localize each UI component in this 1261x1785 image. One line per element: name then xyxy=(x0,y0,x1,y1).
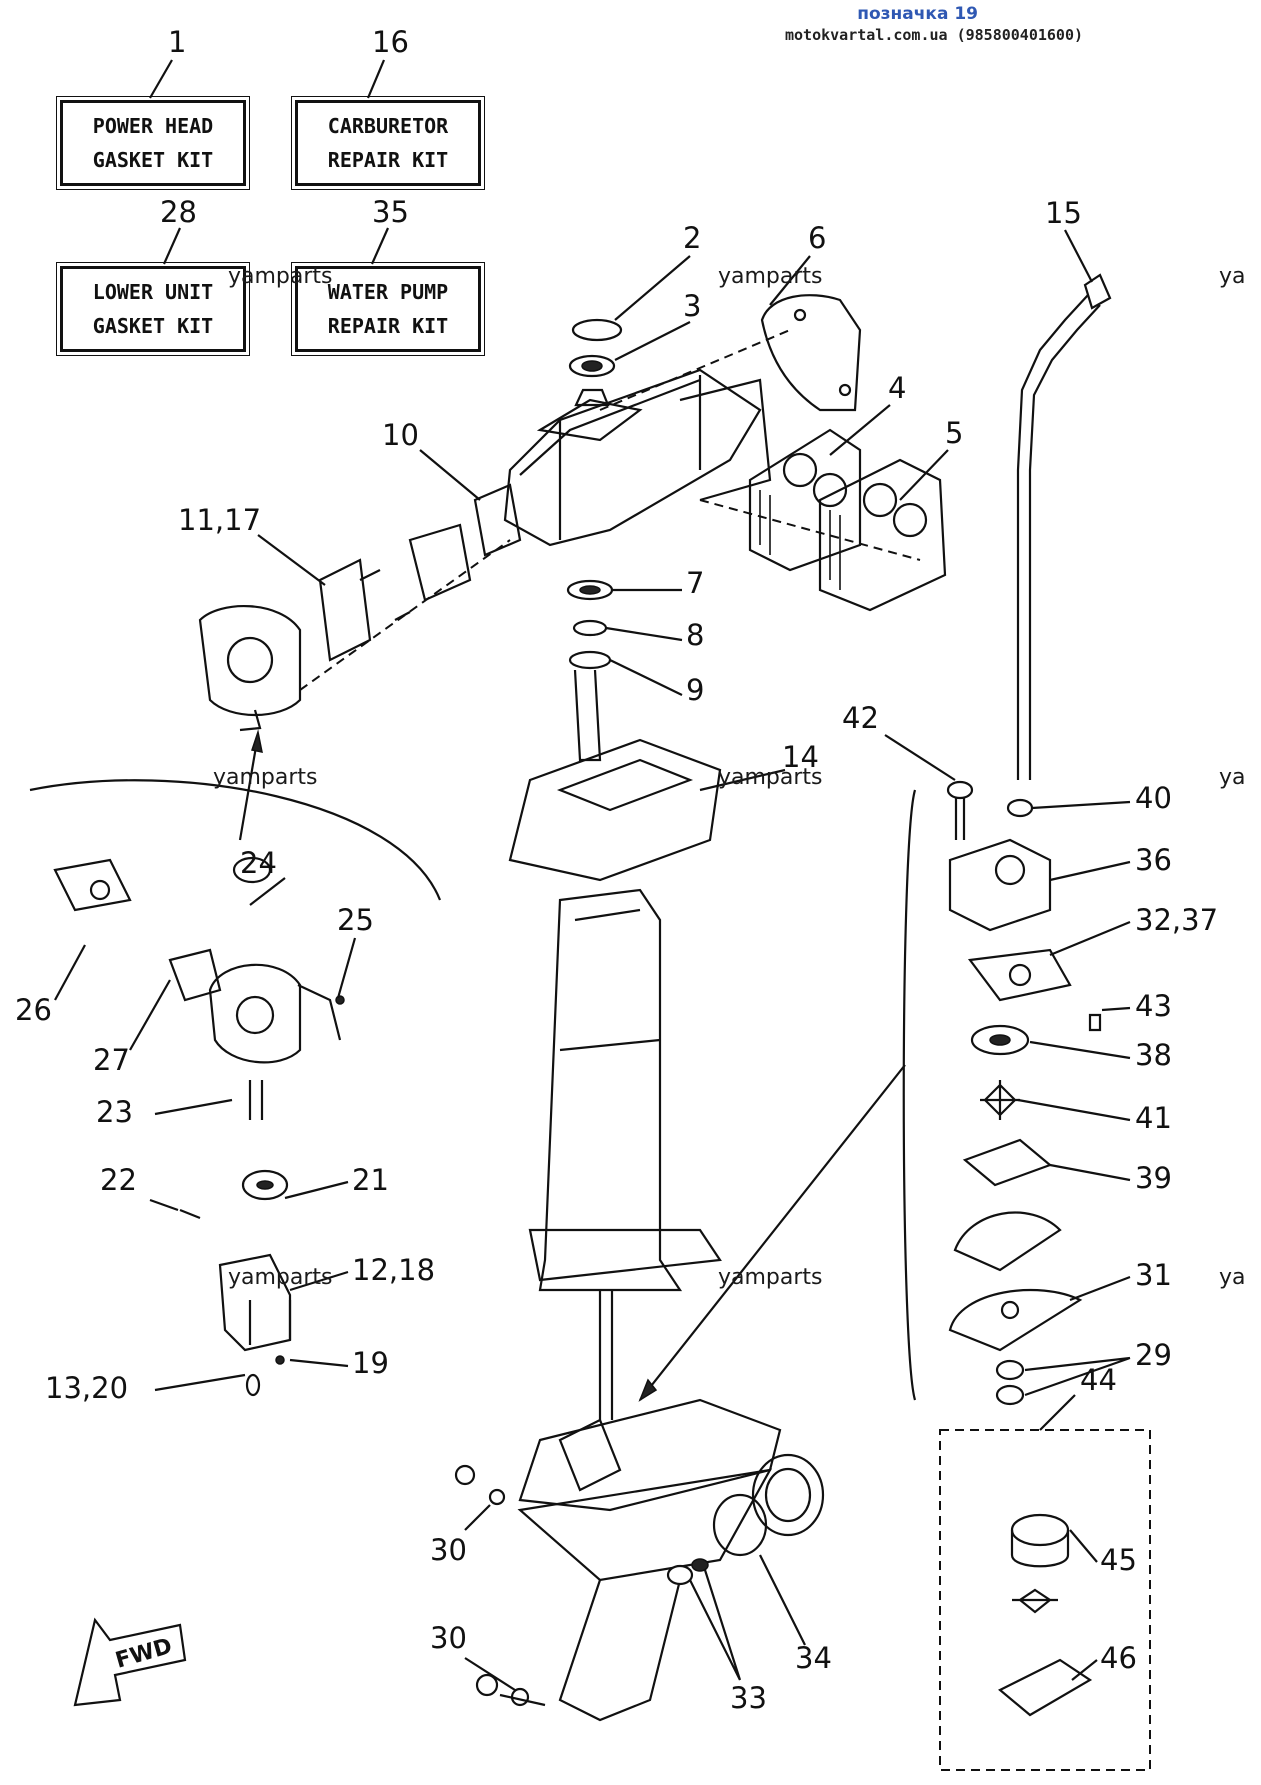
callout-9: 9 xyxy=(686,673,704,707)
carburetor-assembly xyxy=(29,729,442,1397)
callout-33: 33 xyxy=(730,1681,767,1715)
arrow-head xyxy=(638,1378,658,1402)
callout-25: 25 xyxy=(337,903,374,937)
callout-45: 45 xyxy=(1100,1543,1137,1577)
water-tube xyxy=(1016,273,1112,780)
callout-8: 8 xyxy=(686,618,704,652)
callout-12-18: 12,18 xyxy=(352,1253,435,1287)
head-gasket xyxy=(748,428,862,572)
callout-14: 14 xyxy=(782,740,819,774)
kit-label-line1: WATER PUMP xyxy=(327,280,449,304)
kit-box-carburetor: CARBURETOR REPAIR KIT xyxy=(291,96,485,190)
kit-label-line1: POWER HEAD xyxy=(92,114,214,138)
callout-44: 44 xyxy=(1080,1363,1117,1397)
kit-label-line1: CARBURETOR xyxy=(327,114,449,138)
kit-box-lower-unit: LOWER UNIT GASKET KIT xyxy=(56,262,250,356)
callout-10: 10 xyxy=(382,418,419,452)
driveshaft-housing xyxy=(508,669,722,1420)
kit-label-line2: GASKET KIT xyxy=(92,148,214,172)
callout-35: 35 xyxy=(372,195,409,229)
callout-16: 16 xyxy=(372,25,409,59)
leader-line xyxy=(149,59,173,99)
callout-43: 43 xyxy=(1135,989,1172,1023)
kit-44-box xyxy=(939,1394,1151,1771)
callout-41: 41 xyxy=(1135,1101,1172,1135)
callout-24: 24 xyxy=(240,846,277,880)
callout-6: 6 xyxy=(808,221,826,255)
callout-21: 21 xyxy=(352,1163,389,1197)
callout-30-lower: 30 xyxy=(430,1621,467,1655)
cylinder-head-cover xyxy=(760,294,862,412)
callout-2: 2 xyxy=(683,221,701,255)
kit-box-power-head: POWER HEAD GASKET KIT xyxy=(56,96,250,190)
watermark: yamparts xyxy=(213,765,318,790)
callout-26: 26 xyxy=(15,993,52,1027)
leader-line xyxy=(366,59,386,99)
leader-line xyxy=(162,227,182,265)
source-caption: motokvartal.com.ua (985800401600) xyxy=(784,26,1083,44)
callout-29: 29 xyxy=(1135,1338,1172,1372)
callout-4: 4 xyxy=(888,371,906,405)
intake-assembly xyxy=(198,483,522,732)
callout-1: 1 xyxy=(168,25,186,59)
kit-label-line1: LOWER UNIT xyxy=(92,280,214,304)
callout-28: 28 xyxy=(160,195,197,229)
oil-seal-stack xyxy=(566,579,614,670)
page-title: позначка 19 xyxy=(857,4,978,24)
kit-label-line2: REPAIR KIT xyxy=(327,148,449,172)
callout-34: 34 xyxy=(795,1641,832,1675)
callout-15: 15 xyxy=(1045,196,1082,230)
kit-label-line2: GASKET KIT xyxy=(92,314,214,338)
watermark: yamparts xyxy=(718,1265,823,1290)
callout-23: 23 xyxy=(96,1095,133,1129)
callout-32-37: 32,37 xyxy=(1135,903,1218,937)
watermark: yamparts xyxy=(228,1265,333,1290)
assembly-arrow-line xyxy=(639,1064,906,1401)
callout-19: 19 xyxy=(352,1346,389,1380)
cylinder-head xyxy=(818,458,947,612)
callout-38: 38 xyxy=(1135,1038,1172,1072)
watermark: yamparts xyxy=(718,765,823,790)
callout-7: 7 xyxy=(686,566,704,600)
watermark: ya xyxy=(1219,1265,1246,1290)
forward-arrow: FWD xyxy=(73,1617,187,1707)
lower-unit xyxy=(454,1398,825,1722)
leader-line xyxy=(370,227,390,265)
kit-label-line2: REPAIR KIT xyxy=(327,314,449,338)
callout-11-17: 11,17 xyxy=(178,503,261,537)
callout-42: 42 xyxy=(842,701,879,735)
callout-22: 22 xyxy=(100,1163,137,1197)
callout-39: 39 xyxy=(1135,1161,1172,1195)
callout-31: 31 xyxy=(1135,1258,1172,1292)
callout-36: 36 xyxy=(1135,843,1172,877)
watermark: yamparts xyxy=(718,264,823,289)
callout-46: 46 xyxy=(1100,1641,1137,1675)
callout-40: 40 xyxy=(1135,781,1172,815)
callout-13-20: 13,20 xyxy=(45,1371,128,1405)
callout-30-upper: 30 xyxy=(430,1533,467,1567)
kit-box-water-pump: WATER PUMP REPAIR KIT xyxy=(291,262,485,356)
crankcase-assembly xyxy=(503,318,921,561)
watermark: ya xyxy=(1219,765,1246,790)
callout-27: 27 xyxy=(93,1043,130,1077)
watermark: ya xyxy=(1219,264,1246,289)
water-pump-stack xyxy=(902,780,1102,1406)
callout-3: 3 xyxy=(683,289,701,323)
callout-5: 5 xyxy=(945,416,963,450)
watermark: yamparts xyxy=(228,264,333,289)
